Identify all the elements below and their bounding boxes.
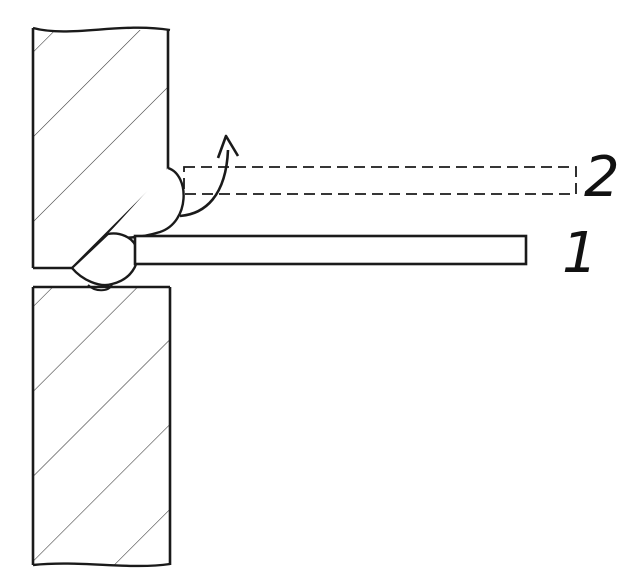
electrode-position-1 — [133, 234, 528, 266]
upper-base-plate — [31, 26, 171, 270]
curved-arrow-up-icon — [179, 134, 240, 218]
label-position-2: 2 — [584, 145, 620, 210]
label-position-1: 1 — [562, 221, 598, 286]
weld-bead-root — [71, 232, 139, 292]
lower-base-plate — [31, 285, 172, 568]
electrode-position-2 — [183, 166, 577, 195]
